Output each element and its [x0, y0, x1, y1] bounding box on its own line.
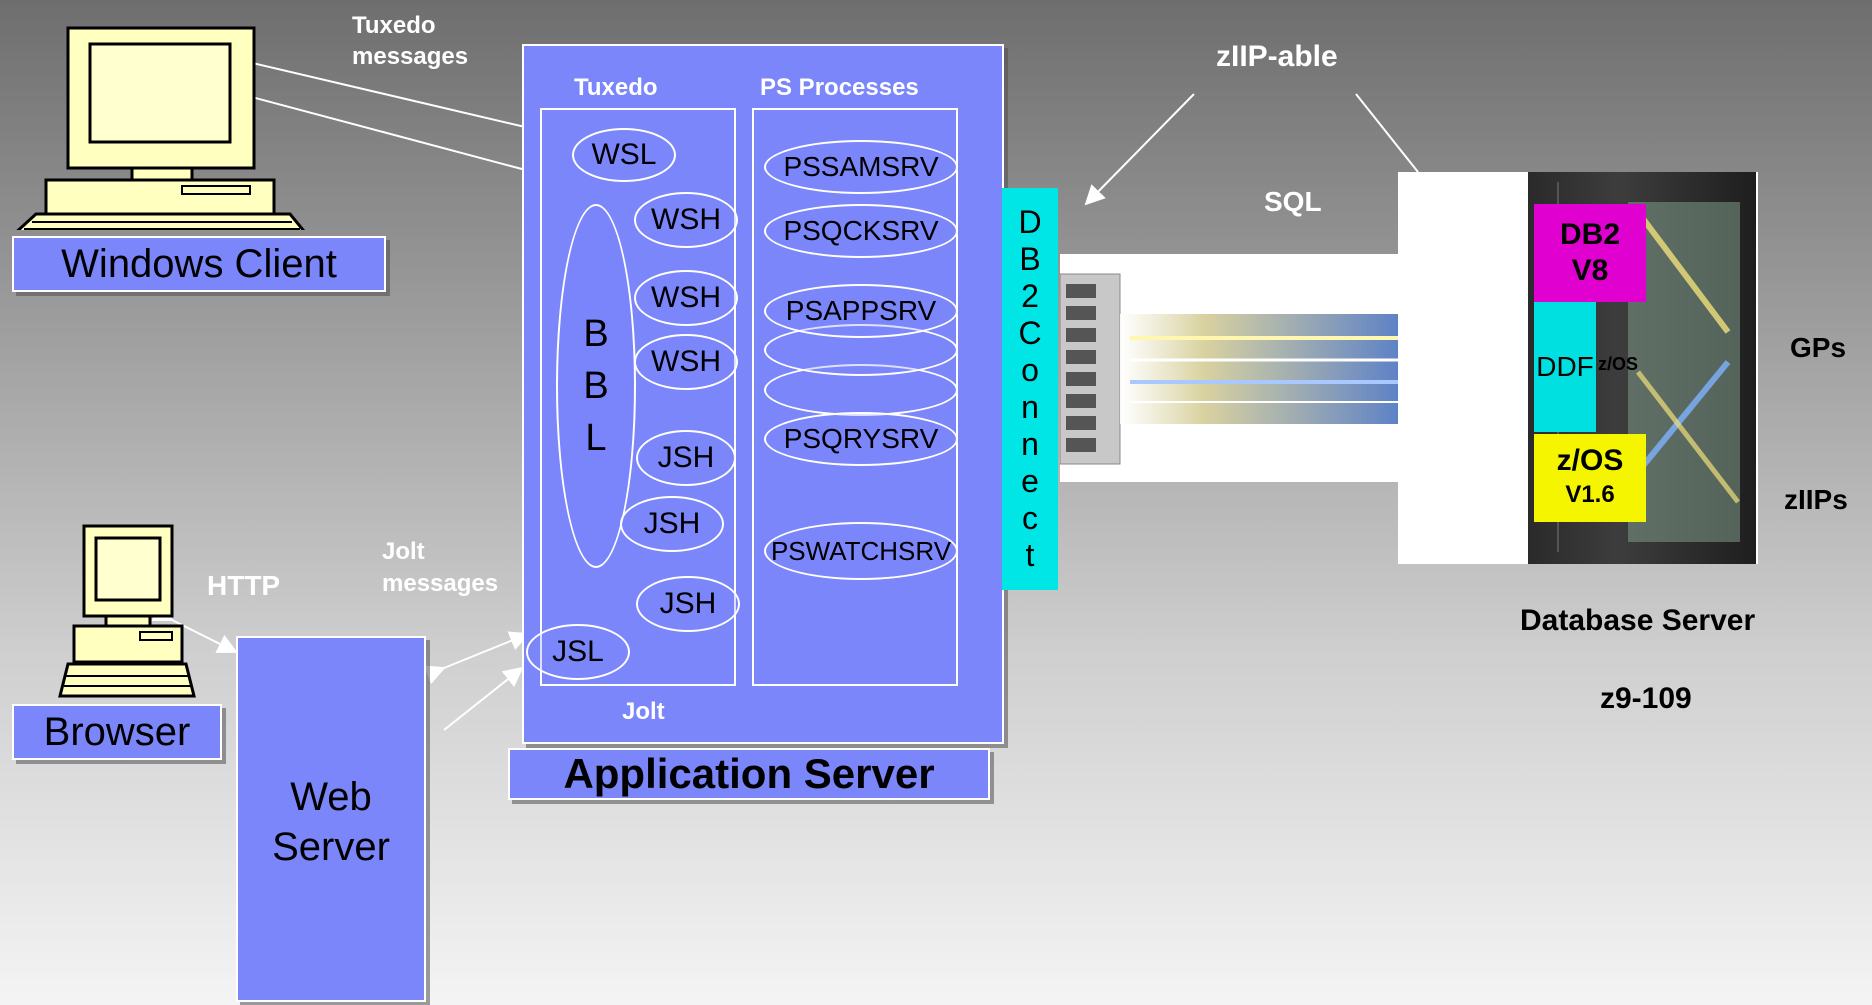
application-server-label: Application Server: [563, 750, 935, 797]
bbl-oval: B B L: [556, 204, 636, 568]
psamsrv-label: PSSAMSRV: [783, 151, 939, 182]
ddf-box: DDF: [1534, 302, 1596, 432]
tuxedo-messages-line-1: Tuxedo: [352, 12, 436, 39]
db2connect-strip: D B 2 C o n n e c t: [1002, 188, 1058, 590]
tuxedo-messages-line-2: messages: [352, 43, 469, 70]
psqcksrv-oval: PSQCKSRV: [764, 204, 958, 258]
wsh-oval-2: WSH: [634, 270, 738, 326]
ddf-label: DDF: [1536, 351, 1594, 382]
model-label: z9-109: [1600, 682, 1692, 715]
wsh-label-1: WSH: [651, 203, 721, 236]
tuxedo-section-label: Tuxedo: [574, 74, 658, 101]
db2connect-letter-6: n: [1021, 389, 1039, 425]
jsh-label-2: JSH: [643, 507, 701, 540]
jolt-messages-line-1: Jolt: [382, 538, 425, 565]
arrow-web-jsl: [423, 631, 530, 685]
db2-v8-box: DB2 V8: [1534, 204, 1646, 302]
tuxedo-panel: [540, 108, 736, 686]
db2connect-letter-7: n: [1021, 426, 1039, 462]
psappsrv-label: PSAPPSRV: [785, 295, 937, 326]
application-server-label-box: Application Server: [508, 748, 990, 800]
browser-label: Browser: [43, 709, 191, 754]
tuxedo-messages-label: Tuxedo messages: [352, 10, 468, 72]
psamsrv-oval: PSSAMSRV: [764, 140, 958, 194]
wsl-label: WSL: [591, 138, 657, 171]
wsh-label-2: WSH: [651, 281, 721, 314]
db2connect-letter-5: o: [1021, 352, 1039, 388]
zos-label: z/OS: [1556, 444, 1624, 477]
http-label: HTTP: [207, 570, 281, 601]
db2connect-letter-2: B: [1019, 241, 1041, 277]
jsh-oval-2: JSH: [620, 496, 724, 552]
pswatchsrv-label: PSWATCHSRV: [770, 535, 952, 566]
zos-v16-box: z/OS V1.6: [1534, 434, 1646, 522]
db2connect-letter-10: t: [1025, 537, 1035, 573]
jsh-oval-3: JSH: [636, 576, 740, 632]
bbl-letter-3: L: [585, 417, 607, 459]
psqcksrv-label: PSQCKSRV: [783, 215, 939, 246]
db2connect-letter-4: C: [1018, 315, 1042, 351]
psqrysrv-label: PSQRYSRV: [783, 423, 939, 454]
db2connect-letter-3: 2: [1021, 278, 1039, 314]
wsh-oval-3: WSH: [634, 334, 738, 390]
jsh-label-3: JSH: [659, 587, 717, 620]
jolt-messages-line-2: messages: [382, 570, 499, 597]
arrow-ziip-db2connect: [1084, 93, 1195, 206]
wsh-label-3: WSH: [651, 345, 721, 378]
bbl-letter-2: B: [583, 365, 609, 407]
jsh-label-1: JSH: [657, 441, 715, 474]
web-server-label-line-1: Web: [290, 775, 372, 819]
ziip-able-label: zIIP-able: [1216, 40, 1338, 73]
psappsrv-oval: PSAPPSRV: [764, 284, 958, 338]
jsh-oval-1: JSH: [636, 430, 736, 486]
jsl-label: JSL: [552, 635, 604, 668]
browser-label-box: Browser: [12, 704, 222, 760]
wsl-oval: WSL: [572, 128, 676, 182]
wsh-oval-1: WSH: [634, 192, 738, 248]
db2connect-letter-1: D: [1018, 204, 1042, 240]
ziips-label: zIIPs: [1784, 484, 1848, 515]
psqrysrv-oval: PSQRYSRV: [764, 412, 958, 466]
jolt-section-label: Jolt: [622, 698, 665, 725]
windows-client-label-box: Windows Client: [12, 236, 386, 292]
sql-label: SQL: [1264, 186, 1322, 217]
jsl-oval: JSL: [526, 624, 630, 680]
zos-version-label: V1.6: [1565, 481, 1615, 508]
network-connection-image: [1060, 254, 1398, 482]
bbl-letter-1: B: [583, 313, 609, 355]
jolt-messages-label: Jolt messages: [382, 536, 498, 600]
pswatchsrv-oval: PSWATCHSRV: [764, 522, 958, 580]
windows-client-computer-icon: [12, 26, 312, 230]
database-server-label: Database Server: [1520, 604, 1756, 637]
web-server-box: Web Server: [236, 636, 426, 1002]
db2connect-letter-8: e: [1021, 463, 1039, 499]
db2-label: DB2: [1559, 218, 1620, 251]
windows-client-label: Windows Client: [61, 241, 337, 286]
line-ziip-db: [1355, 93, 1419, 173]
db2-version-label: V8: [1571, 254, 1609, 287]
browser-computer-icon: [58, 524, 198, 700]
arrow-web-jsl-2: [443, 666, 524, 731]
web-server-label-line-2: Server: [272, 825, 390, 869]
gps-label: GPs: [1790, 332, 1847, 363]
db2connect-letter-9: c: [1022, 500, 1038, 536]
zos-small-label: z/OS: [1598, 354, 1639, 374]
ps-processes-label: PS Processes: [760, 74, 919, 101]
ps-processes-panel: [752, 108, 958, 686]
